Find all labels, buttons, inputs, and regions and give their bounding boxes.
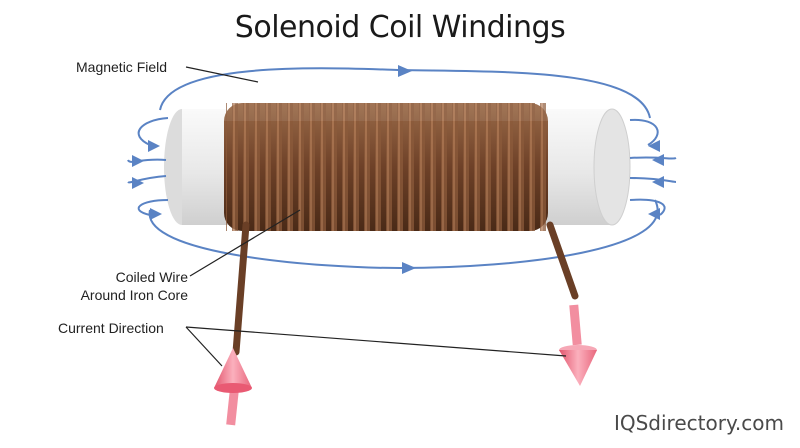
lead-wire-right: [546, 221, 579, 300]
core-right-end: [593, 108, 631, 226]
coiled-wire-label-line2: Around Iron Core: [80, 287, 188, 303]
field-arrows: [132, 65, 664, 274]
leader-lines: [185, 66, 567, 367]
field-line-bottom: [148, 199, 659, 270]
coil-windings: [226, 103, 546, 231]
current-direction-label: Current Direction: [58, 320, 164, 336]
coiled-wire-label-line1: Coiled Wire: [115, 269, 188, 285]
field-lines-left: [127, 117, 169, 216]
diagram-title: Solenoid Coil Windings: [234, 10, 566, 45]
field-lines-right: [629, 118, 677, 216]
lead-wire-left: [232, 221, 250, 356]
current-arrow-out: [559, 304, 597, 386]
site-watermark: IQSdirectory.com: [613, 411, 784, 435]
current-arrow-in: [214, 348, 252, 426]
coiled-wire-label: Coiled Wire Around Iron Core: [60, 268, 188, 304]
magnetic-field-label: Magnetic Field: [76, 59, 168, 75]
